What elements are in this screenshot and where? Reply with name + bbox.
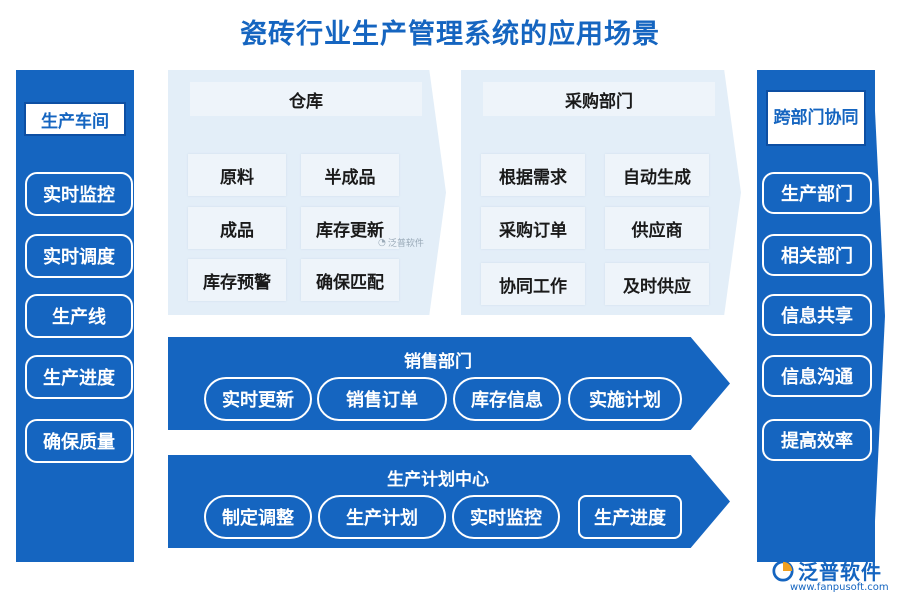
brand-logo-text: 泛普软件 (798, 560, 882, 584)
brand-logo-icon (772, 559, 794, 582)
purchasing-cell-timely-supply: 及时供应 (605, 263, 709, 305)
purchasing-cell-purchase-order: 采购订单 (481, 207, 585, 249)
page-title: 瓷砖行业生产管理系统的应用场景 (240, 19, 660, 50)
plan-item-production-plan: 生产计划 (318, 495, 446, 539)
warehouse-panel: 仓库 原料 半成品 成品 库存更新 库存预警 确保匹配 (168, 70, 446, 315)
left-item-quality-assurance: 确保质量 (25, 419, 133, 463)
left-column-header: 生产车间 (24, 102, 126, 136)
purchasing-cell-collaboration: 协同工作 (481, 263, 585, 305)
purchasing-cell-auto-generate: 自动生成 (605, 154, 709, 196)
purchasing-cell-by-demand: 根据需求 (481, 154, 585, 196)
warehouse-cell-stock-update: 库存更新 (301, 207, 399, 249)
right-item-related-dept: 相关部门 (762, 234, 872, 276)
warehouse-cell-ensure-match: 确保匹配 (301, 259, 399, 301)
warehouse-cell-raw-material: 原料 (188, 154, 286, 196)
plan-item-formulate-adjust: 制定调整 (204, 495, 312, 539)
sales-band: 销售部门 实时更新 销售订单 库存信息 实施计划 (168, 337, 730, 430)
right-item-improve-efficiency: 提高效率 (762, 419, 872, 461)
sales-item-realtime-update: 实时更新 (204, 377, 312, 421)
watermark-small-text: 泛普软件 (387, 239, 424, 249)
brand-logo: 泛普软件 (772, 556, 882, 585)
warehouse-cell-semi-finished: 半成品 (301, 154, 399, 196)
right-column-header: 跨部门协同 (766, 90, 866, 146)
panel-watermark: ◔ 泛普软件 (378, 236, 424, 250)
purchasing-cell-supplier: 供应商 (605, 207, 709, 249)
right-item-production-dept: 生产部门 (762, 172, 872, 214)
left-item-production-progress: 生产进度 (25, 355, 133, 399)
sales-header: 销售部门 (404, 352, 472, 372)
production-plan-band: 生产计划中心 制定调整 生产计划 实时监控 生产进度 (168, 455, 730, 548)
left-item-realtime-dispatch: 实时调度 (25, 234, 133, 278)
production-plan-header: 生产计划中心 (387, 470, 489, 490)
plan-item-realtime-monitor: 实时监控 (452, 495, 560, 539)
warehouse-cell-finished: 成品 (188, 207, 286, 249)
right-item-info-communication: 信息沟通 (762, 355, 872, 397)
purchasing-header: 采购部门 (483, 82, 715, 116)
left-item-realtime-monitor: 实时监控 (25, 172, 133, 216)
sales-item-implementation-plan: 实施计划 (568, 377, 682, 421)
plan-item-production-progress: 生产进度 (578, 495, 682, 539)
right-column-cross-department: 跨部门协同 生产部门 相关部门 信息共享 信息沟通 提高效率 (757, 70, 875, 562)
warehouse-header: 仓库 (190, 82, 422, 116)
sales-item-sales-order: 销售订单 (317, 377, 447, 421)
left-column-production-workshop: 生产车间 实时监控 实时调度 生产线 生产进度 确保质量 (16, 70, 134, 562)
right-item-info-sharing: 信息共享 (762, 294, 872, 336)
sales-item-stock-info: 库存信息 (453, 377, 561, 421)
watermark-logo-icon: ◔ (378, 237, 386, 248)
left-item-production-line: 生产线 (25, 294, 133, 338)
warehouse-cell-stock-warning: 库存预警 (188, 259, 286, 301)
brand-url: www.fanpusoft.com (790, 582, 889, 593)
purchasing-panel: 采购部门 根据需求 自动生成 采购订单 供应商 协同工作 及时供应 (461, 70, 741, 315)
